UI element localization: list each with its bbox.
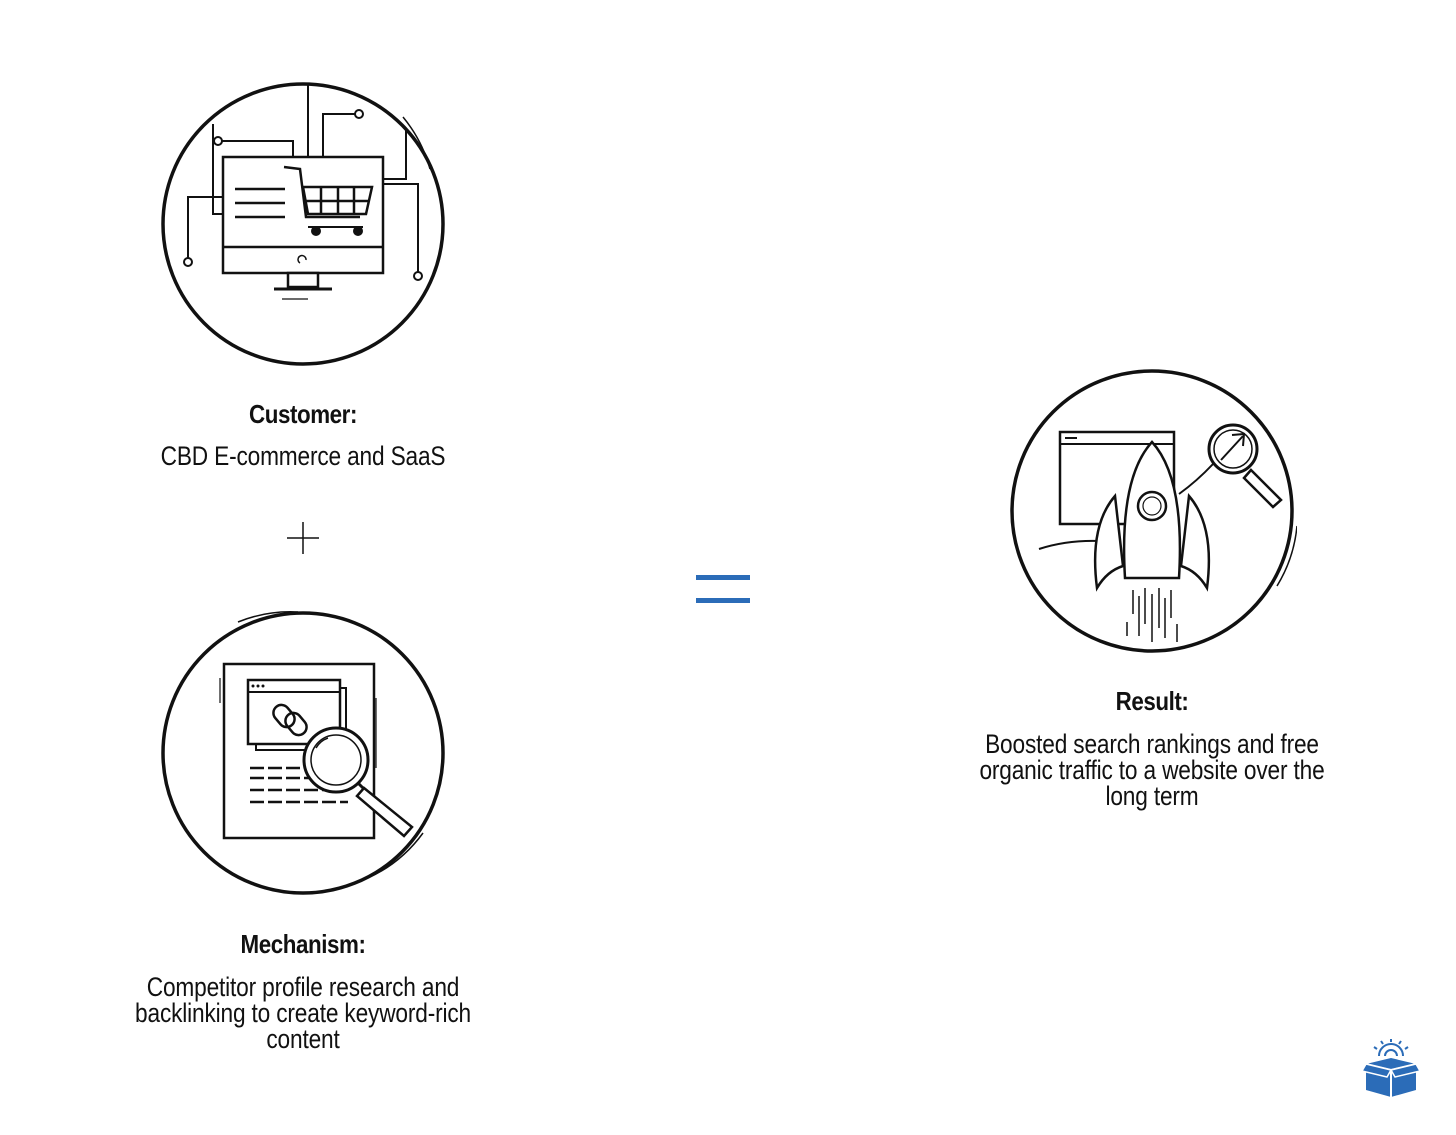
- document-link-magnifier-icon: [161, 611, 445, 895]
- result-heading: Result:: [1115, 686, 1189, 716]
- mechanism-heading: Mechanism:: [240, 929, 366, 959]
- plus-icon: [287, 522, 319, 554]
- box-gear-logo-icon: [1362, 1039, 1420, 1097]
- customer-illustration: [158, 79, 448, 369]
- rocket-search-icon: [1010, 369, 1297, 653]
- customer-description: CBD E-commerce and SaaS: [160, 441, 446, 471]
- mechanism-description: Competitor profile research and backlink…: [135, 972, 471, 1054]
- shopping-cart-monitor-icon: [161, 82, 445, 366]
- mechanism-illustration: [158, 608, 448, 898]
- customer-heading: Customer:: [249, 399, 357, 429]
- result-description: Boosted search rankings and free organic…: [979, 729, 1325, 811]
- equals-icon: [696, 575, 750, 603]
- result-illustration: [1007, 366, 1297, 656]
